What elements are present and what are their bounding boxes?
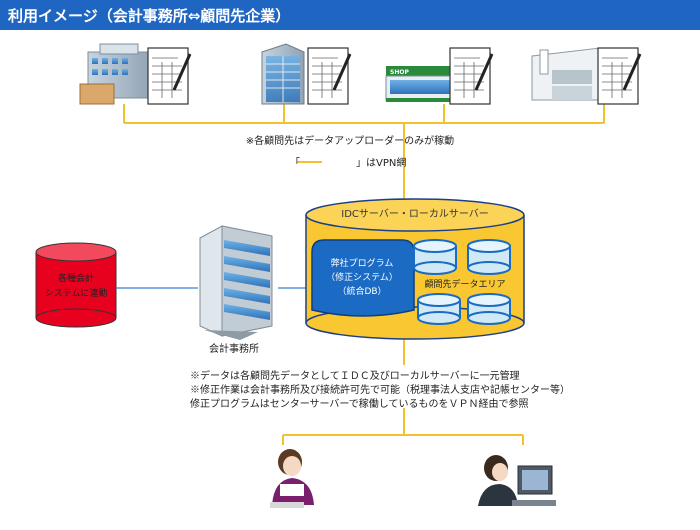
note-line-1: ※データは各顧問先データとしてＩＤＣ及びローカルサーバーに一元管理: [190, 371, 520, 382]
hospital-building-icon: [79, 43, 153, 105]
title-bar: 利用イメージ（会計事務所⇔顧問先企業）: [0, 0, 700, 30]
document-pen-icon: [147, 47, 642, 105]
office-building-icon: [199, 225, 273, 340]
program-label-line2: （修正システム）: [326, 271, 398, 283]
diagram-canvas: SHOP: [35, 43, 642, 508]
program-label-line3: （統合DB）: [337, 285, 386, 297]
office-label: 会計事務所: [209, 342, 259, 355]
note-line-2: ※修正作業は会計事務所及び接続許可先で可能（税理事法人支店や記帳センター等）: [190, 385, 570, 396]
note-line-3: 修正プログラムはセンターサーバーで稼働しているものをＶＰＮ経由で参照: [190, 399, 529, 410]
warehouse-icon: [531, 47, 601, 101]
vpn-legend-open: 「: [290, 157, 300, 169]
accounting-system-label-line1: 各種会計: [58, 272, 94, 284]
office-tower-icon: [261, 43, 305, 105]
accounting-system-db: [35, 242, 117, 328]
operator-woman-icon: [270, 449, 314, 508]
program-label-line1: 弊社プログラム: [331, 257, 394, 269]
vpn-network-lines: [123, 104, 605, 445]
pc-operator-icon: [478, 455, 556, 506]
accounting-system-label-line2: システムに連動: [45, 287, 108, 299]
svg-text:SHOP: SHOP: [390, 69, 409, 76]
page-title: 利用イメージ（会計事務所⇔顧問先企業）: [8, 7, 291, 25]
shop-icon: SHOP: [385, 66, 459, 102]
client-db-cylinders: [413, 239, 511, 325]
upload-note: ※各顧問先はデータアップローダーのみが稼動: [246, 134, 454, 147]
vpn-legend-label: 」はVPN網: [356, 156, 406, 169]
idc-server-label: IDCサーバー・ローカルサーバー: [341, 208, 488, 220]
client-area-label: 顧問先データエリア: [424, 278, 505, 290]
